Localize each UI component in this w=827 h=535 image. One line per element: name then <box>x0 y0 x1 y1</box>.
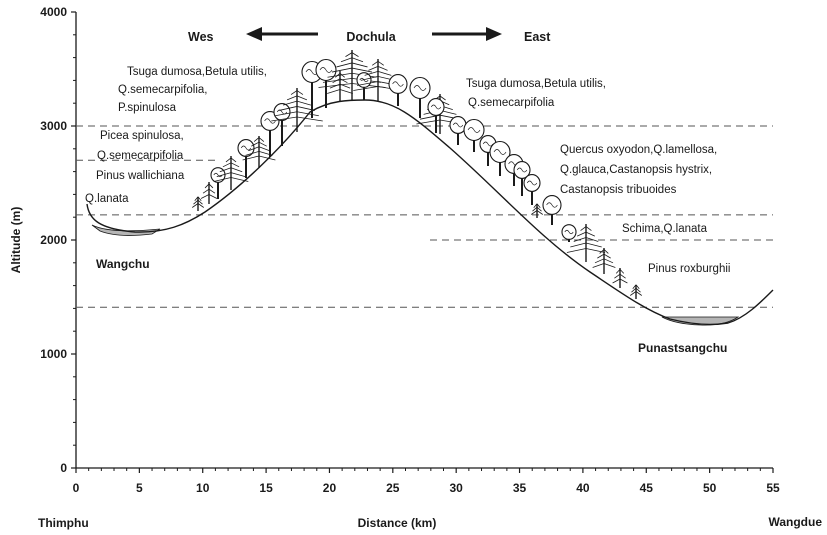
broadleaf-tree-icon <box>463 118 485 152</box>
x-tick-label: 0 <box>73 481 80 495</box>
broadleaf-tree-icon <box>523 174 541 205</box>
x-tick-label: 15 <box>259 481 273 495</box>
broadleaf-tree-icon <box>489 140 511 176</box>
broadleaf-tree-icon <box>449 116 467 145</box>
punastsangchu-label: Punastsangchu <box>638 341 727 355</box>
east-label-4: Q.glauca,Castanopsis hystrix, <box>560 164 712 176</box>
east-direction-label: East <box>524 30 551 44</box>
y-axis-label: Altitude (m) <box>9 207 23 274</box>
y-tick-label: 4000 <box>40 5 67 19</box>
wangdue-label: Wangdue <box>768 515 822 529</box>
conifer-icon <box>191 196 205 211</box>
x-axis-ticks: 0 5 10 15 20 25 30 35 40 45 50 55 <box>73 468 780 495</box>
y-tick-label: 2000 <box>40 233 67 247</box>
y-tick-label: 3000 <box>40 119 67 133</box>
broadleaf-tree-icon <box>315 58 337 108</box>
west-label-1: Tsuga dumosa,Betula utilis, <box>127 66 267 78</box>
y-axis-ticks: 0 1000 2000 3000 4000 <box>40 5 76 475</box>
broadleaf-tree-icon <box>513 161 531 196</box>
west-direction-label: Wes <box>188 30 214 44</box>
east-label-7: Pinus roxburghii <box>648 263 730 275</box>
east-label-2: Q.semecarpifolia <box>468 97 555 109</box>
conifer-icon <box>566 224 606 262</box>
east-species-labels: Tsuga dumosa,Betula utilis, Q.semecarpif… <box>466 78 730 275</box>
wangchu-label: Wangchu <box>96 257 150 271</box>
conifer-icon <box>612 268 628 288</box>
west-label-4: Picea spinulosa, <box>100 130 184 142</box>
punastsangchu-river <box>661 316 740 326</box>
arrow-right-icon <box>432 27 502 41</box>
east-label-1: Tsuga dumosa,Betula utilis, <box>466 78 606 90</box>
arrow-left-icon <box>246 27 318 41</box>
terrain-profile <box>86 99 774 326</box>
x-tick-label: 20 <box>323 481 337 495</box>
east-label-6: Schima,Q.lanata <box>622 223 708 235</box>
x-tick-label: 10 <box>196 481 210 495</box>
west-species-labels: Tsuga dumosa,Betula utilis, Q.semecarpif… <box>85 66 267 205</box>
y-tick-label: 0 <box>60 461 67 475</box>
west-label-6: Pinus wallichiana <box>96 170 185 182</box>
broadleaf-tree-icon <box>542 195 562 225</box>
conifer-icon <box>530 203 544 218</box>
broadleaf-tree-icon <box>561 224 577 242</box>
broadleaf-tree-icon <box>409 76 431 118</box>
broadleaf-tree-icon <box>388 74 408 106</box>
west-label-2: Q.semecarpifolia, <box>118 84 207 96</box>
conifer-icon <box>200 182 218 204</box>
x-tick-label: 25 <box>386 481 400 495</box>
conifer-icon <box>213 156 249 190</box>
dochula-label: Dochula <box>346 30 396 44</box>
wangchu-river <box>91 224 161 236</box>
x-tick-label: 5 <box>136 481 143 495</box>
conifer-icon <box>629 284 643 299</box>
x-tick-label: 55 <box>766 481 780 495</box>
x-tick-label: 50 <box>703 481 717 495</box>
broadleaf-tree-icon <box>237 139 255 178</box>
conifer-icon <box>592 248 616 274</box>
x-axis-label: Distance (km) <box>358 516 437 530</box>
y-tick-label: 1000 <box>40 347 67 361</box>
vegetation-icons <box>191 50 643 299</box>
east-label-3: Quercus oxyodon,Q.lamellosa, <box>560 144 717 156</box>
broadleaf-tree-icon <box>210 167 226 199</box>
conifer-icon <box>353 59 403 101</box>
east-label-5: Castanopsis tribuoides <box>560 184 677 196</box>
x-tick-label: 30 <box>450 481 464 495</box>
x-tick-label: 45 <box>640 481 654 495</box>
broadleaf-tree-icon <box>427 98 445 133</box>
broadleaf-tree-icon <box>356 72 372 100</box>
conifer-icon <box>242 136 276 168</box>
thimphu-label: Thimphu <box>38 516 89 530</box>
x-tick-label: 35 <box>513 481 527 495</box>
west-label-7: Q.lanata <box>85 193 129 205</box>
west-label-3: P.spinulosa <box>118 102 177 114</box>
west-label-5: Q.semecarpifolia <box>97 150 184 162</box>
x-tick-label: 40 <box>576 481 590 495</box>
